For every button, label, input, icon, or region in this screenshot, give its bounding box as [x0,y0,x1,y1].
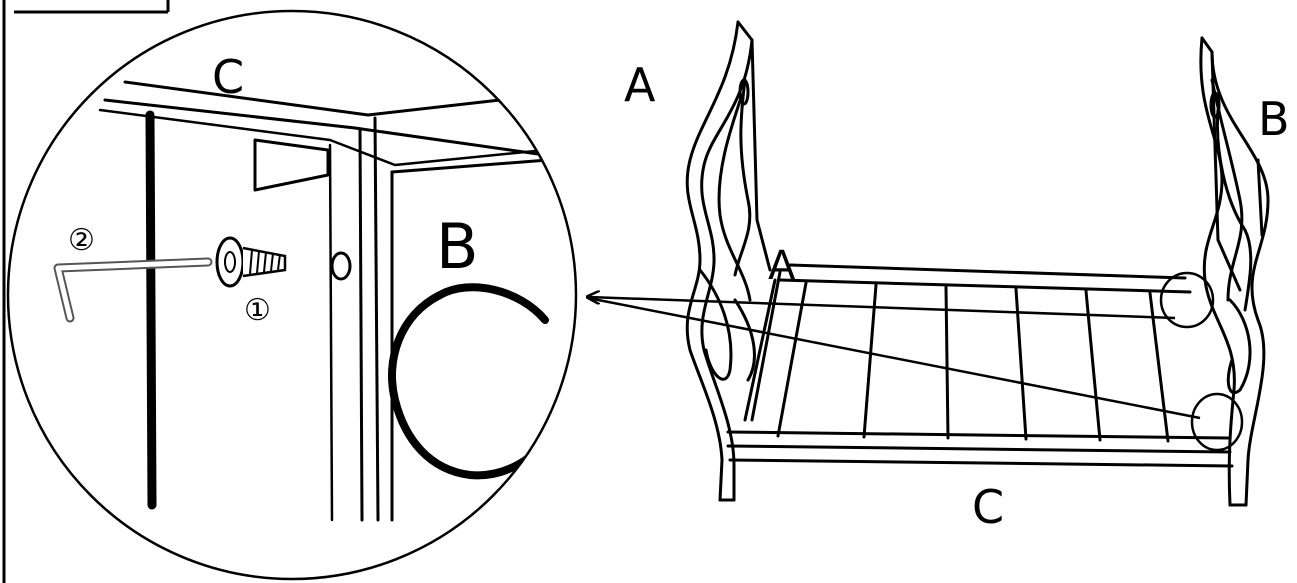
allen-key-icon [53,257,213,323]
bed-frame-illustration [685,20,1270,507]
marker-bolt: ① [244,293,271,328]
bed-label-c: C [972,480,1005,534]
zoom-label-b: B [436,210,479,283]
bed-label-b: B [1258,92,1290,146]
bed-label-a-top: A [624,58,656,112]
page-border [2,0,170,583]
marker-allen-key: ② [68,223,95,258]
headboard-a [685,20,772,502]
side-rails [726,263,1234,468]
zoom-detail [6,9,578,581]
bolt-icon [215,236,287,288]
footboard-b [1199,36,1270,507]
bed-label-a-inner: A [768,243,796,289]
bed-slats [776,281,1170,443]
leader-arrow-icon [588,271,1244,452]
zoom-label-c: C [212,50,245,104]
